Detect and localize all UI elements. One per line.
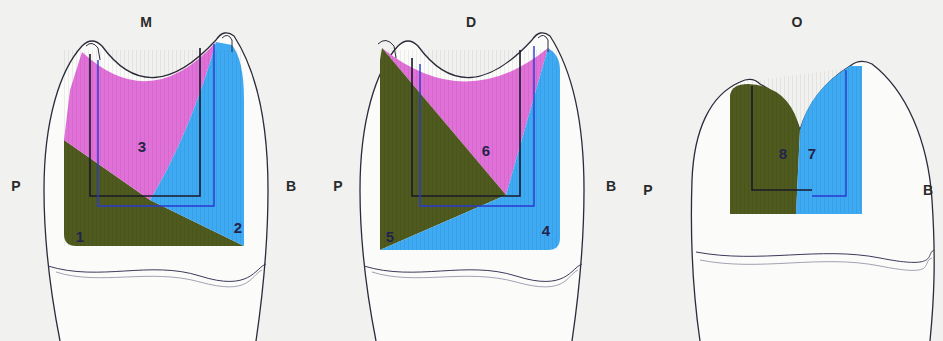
view-letter: P — [11, 179, 20, 193]
callout-number: 4 — [542, 223, 550, 238]
callout-number: 6 — [482, 143, 490, 158]
view-letter: D — [466, 15, 476, 29]
tooth-occlusal — [691, 61, 934, 341]
view-letter: P — [643, 183, 652, 197]
view-letter: P — [333, 179, 342, 193]
callout-number: 5 — [386, 229, 394, 244]
view-letter: B — [286, 179, 296, 193]
callout-number: 2 — [234, 220, 242, 235]
view-letter: B — [923, 183, 933, 197]
view-letter: M — [140, 15, 152, 29]
callout-number: 8 — [779, 146, 787, 161]
tooth-mesial — [44, 33, 268, 341]
callout-number: 1 — [76, 229, 84, 244]
callout-number: 3 — [138, 139, 146, 154]
callout-number: 7 — [808, 146, 816, 161]
tooth-distal — [360, 33, 584, 341]
view-letter: O — [792, 15, 803, 29]
view-letter: B — [606, 179, 616, 193]
